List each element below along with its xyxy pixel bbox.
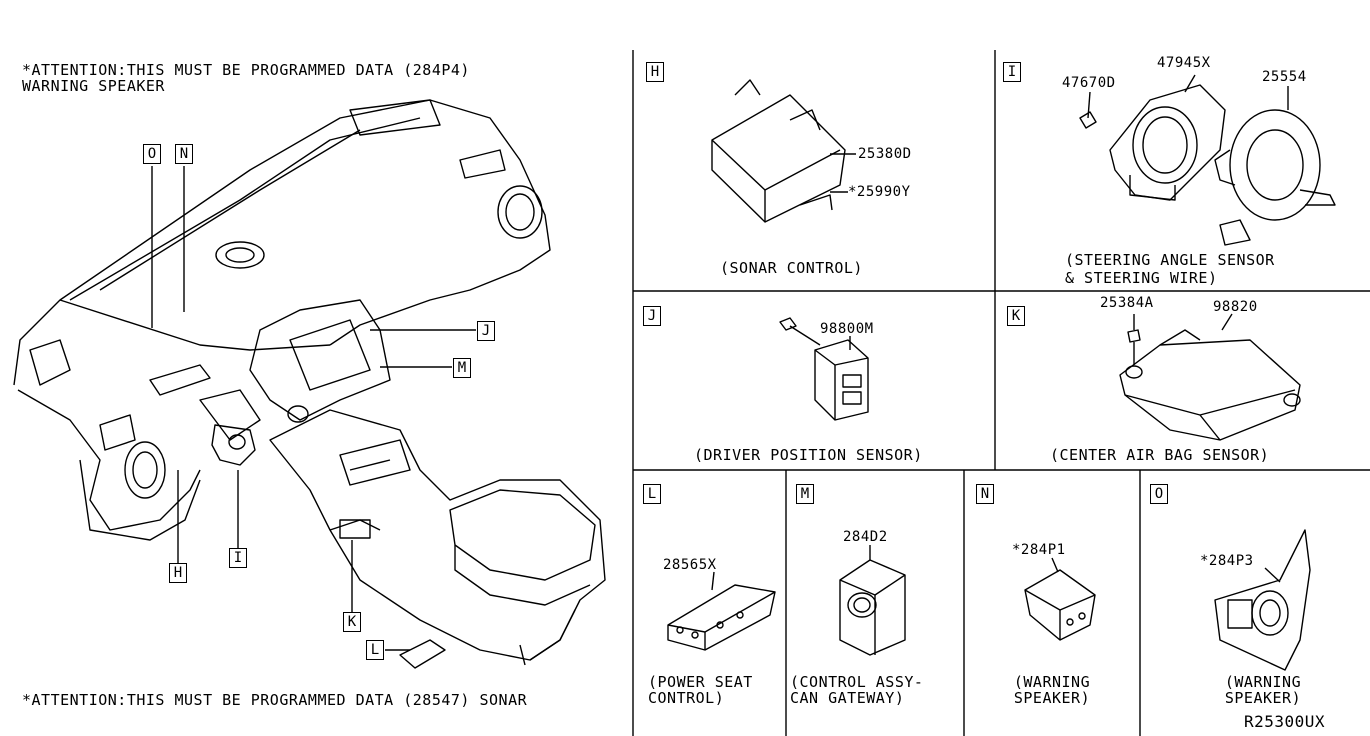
sonar-control-drawing — [711, 79, 856, 223]
part-number-98820: 98820 — [1213, 299, 1258, 315]
panel-N-caption-line2: SPEAKER) — [1013, 689, 1091, 707]
overview-leaders — [151, 166, 476, 651]
attention-note-warning-speaker-line2: WARNING SPEAKER — [22, 77, 165, 95]
panel-I-caption-line2: & STEERING WIRE) — [1065, 269, 1218, 287]
part-number-28565X: 28565X — [663, 557, 717, 573]
callout-L[interactable]: L — [366, 640, 384, 660]
part-number-47670D: 47670D — [1062, 75, 1116, 91]
part-number-25384A: 25384A — [1100, 295, 1154, 311]
part-number-284D2: 284D2 — [843, 529, 888, 545]
panel-N-caption-line1: (WARNING — [1013, 673, 1091, 691]
can-gateway-drawing — [839, 545, 906, 656]
panel-O-label: O — [1150, 484, 1168, 504]
panel-I-caption-line1: (STEERING ANGLE SENSOR — [1065, 251, 1275, 269]
panel-L-label: L — [643, 484, 661, 504]
driver-position-sensor-drawing — [779, 317, 869, 421]
attention-note-sonar: *ATTENTION:THIS MUST BE PROGRAMMED DATA … — [22, 691, 528, 709]
panel-J-caption: (DRIVER POSITION SENSOR) — [694, 446, 923, 464]
instrument-panel-drawing — [13, 99, 551, 541]
panel-O-caption-line1: (WARNING — [1224, 673, 1302, 691]
panel-J-label: J — [643, 306, 661, 326]
part-number-47945X: 47945X — [1157, 55, 1211, 71]
panel-I-label: I — [1003, 62, 1021, 82]
panel-M-label: M — [796, 484, 814, 504]
part-number-25990Y: *25990Y — [848, 184, 911, 200]
center-console-drawing — [269, 409, 606, 669]
panel-L-caption-line2: CONTROL) — [648, 689, 725, 707]
part-number-284P3: *284P3 — [1200, 553, 1254, 569]
part-number-98800M: 98800M — [820, 321, 874, 337]
part-number-284P1: *284P1 — [1012, 542, 1066, 558]
panel-grid — [632, 50, 1370, 736]
panel-L-caption-line1: (POWER SEAT — [648, 673, 753, 691]
steering-angle-sensor-drawing — [1079, 74, 1336, 246]
diagram-code: R25300UX — [1244, 712, 1326, 731]
callout-N[interactable]: N — [175, 144, 193, 164]
callout-K[interactable]: K — [343, 612, 361, 632]
panel-O-caption-line2: SPEAKER) — [1224, 689, 1302, 707]
panel-H-label: H — [646, 62, 664, 82]
panel-M-caption-line1: (CONTROL ASSY- — [790, 673, 924, 691]
warning-speaker-n-drawing — [1024, 557, 1096, 641]
part-number-25554: 25554 — [1262, 69, 1307, 85]
center-air-bag-sensor-drawing — [1119, 313, 1301, 441]
part-number-25380D: 25380D — [858, 146, 912, 162]
callout-M[interactable]: M — [453, 358, 471, 378]
callout-J[interactable]: J — [477, 321, 495, 341]
panel-K-caption: (CENTER AIR BAG SENSOR) — [1050, 446, 1270, 464]
power-seat-control-drawing — [667, 571, 776, 651]
panel-H-caption: (SONAR CONTROL) — [720, 259, 863, 277]
warning-speaker-o-drawing — [1214, 529, 1311, 671]
panel-M-caption-line2: CAN GATEWAY) — [790, 689, 905, 707]
callout-O[interactable]: O — [143, 144, 161, 164]
panel-N-label: N — [976, 484, 994, 504]
callout-I[interactable]: I — [229, 548, 247, 568]
panel-K-label: K — [1007, 306, 1025, 326]
callout-H[interactable]: H — [169, 563, 187, 583]
attention-note-warning-speaker: *ATTENTION:THIS MUST BE PROGRAMMED DATA … — [22, 61, 470, 79]
